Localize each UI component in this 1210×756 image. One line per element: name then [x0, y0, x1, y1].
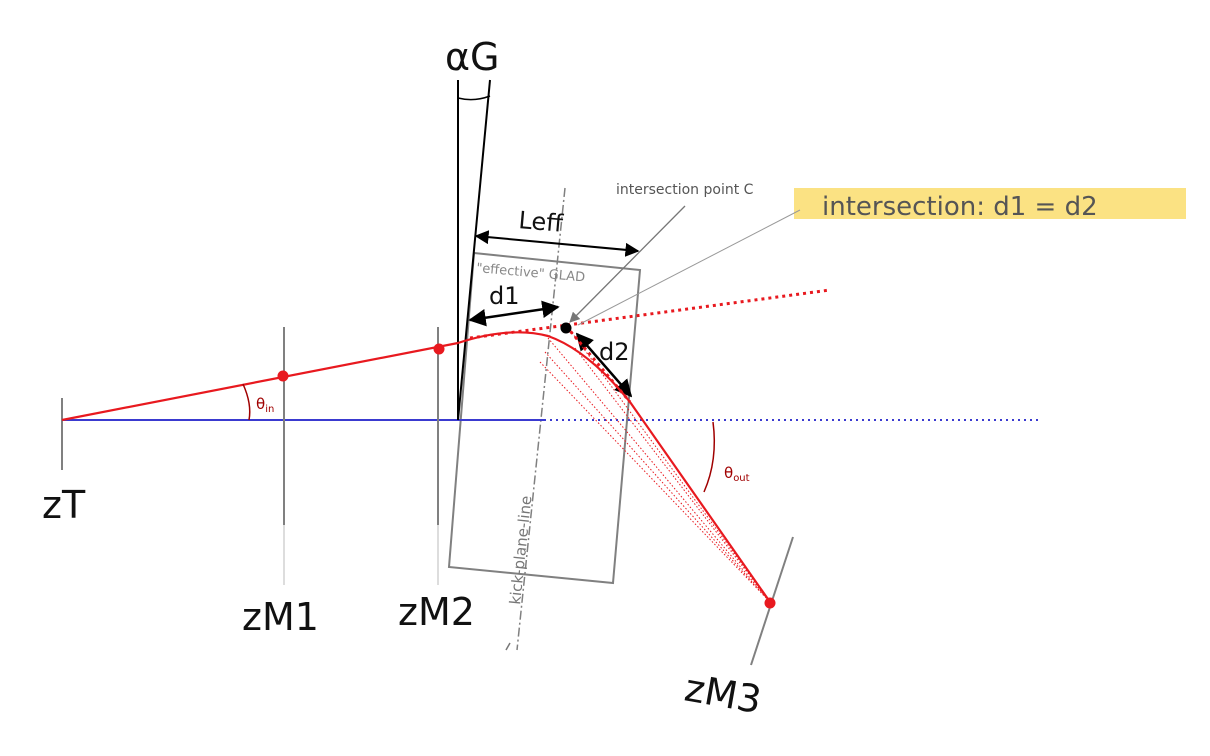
zM3-label: zM3 — [681, 666, 764, 723]
outgoing-track-extension — [564, 325, 632, 403]
d1-arrow — [468, 300, 560, 327]
alpha-g-arc — [457, 95, 491, 101]
intersection-note-label: intersection: d1 = d2 — [822, 192, 1098, 222]
zM1-label: zM1 — [242, 595, 319, 639]
kick-plane-tick — [505, 642, 511, 651]
kick-plane-line — [516, 187, 566, 651]
leff-arrow — [474, 230, 640, 257]
intersection-point-label: intersection point C — [616, 182, 754, 198]
alpha-g-tilted — [457, 79, 491, 421]
intersection-note-pointer — [577, 209, 801, 326]
zM2-label: zM2 — [398, 590, 475, 634]
hit-point-zM2 — [433, 343, 445, 355]
hit-point-zM1 — [277, 370, 289, 382]
incoming-track — [61, 341, 459, 422]
d2-label: d2 — [599, 338, 630, 366]
intersection-point-c — [560, 322, 572, 334]
d2-arrow — [575, 332, 633, 398]
intersection-point-pointer — [569, 205, 686, 323]
track-spread-lines — [539, 329, 771, 603]
d1-label: d1 — [489, 282, 520, 310]
bent-track — [457, 331, 631, 403]
hit-point-zM3 — [764, 597, 776, 609]
intersection-note-highlight — [794, 188, 1186, 219]
outgoing-track — [629, 401, 771, 603]
alpha-g-label: αG — [445, 35, 500, 79]
theta-out-label: θout — [724, 464, 750, 484]
leff-label: Leff — [517, 206, 564, 238]
zT-label: zT — [42, 483, 86, 527]
theta-out-arc — [703, 421, 716, 493]
incoming-track-extension — [469, 288, 831, 340]
kick-plane-label: kick-plane-line — [506, 495, 535, 606]
theta-in-arc — [242, 383, 251, 421]
effective-glad-box — [447, 251, 642, 585]
theta-in-label: θin — [256, 395, 274, 415]
